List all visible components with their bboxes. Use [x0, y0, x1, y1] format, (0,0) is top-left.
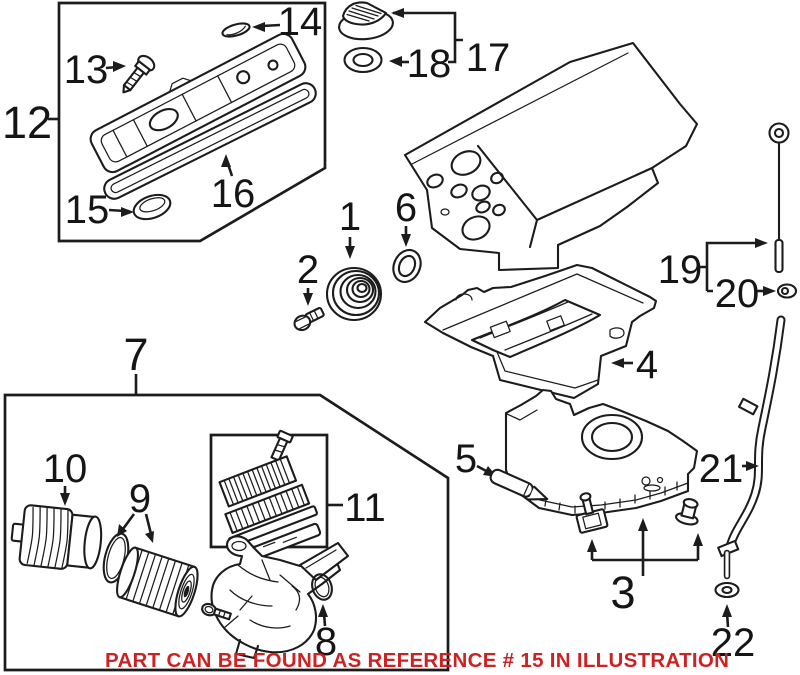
- callout-12: 12: [2, 97, 52, 148]
- callout-14: 14: [278, 0, 323, 44]
- callout-1: 1: [339, 195, 361, 239]
- callout-3-bracket: [587, 518, 703, 576]
- callout-18-arrowhead: [389, 56, 402, 67]
- callout-16-arrowhead: [221, 154, 231, 167]
- callout-22-arrowhead: [722, 604, 732, 617]
- callout-15: 15: [65, 188, 110, 232]
- callout-22: 22: [711, 621, 756, 665]
- callout-6-arrowhead: [401, 234, 411, 247]
- housing-oring-drawing: [311, 573, 333, 601]
- oil-filter-cap-drawing: [10, 504, 103, 570]
- callout-11: 11: [344, 486, 386, 530]
- callout-14-arrowhead: [252, 22, 265, 32]
- oil-cooler-callout-box: 11: [209, 433, 386, 549]
- callout-6: 6: [395, 186, 417, 230]
- callout-4-arrowhead: [611, 358, 624, 368]
- callout-13: 13: [64, 48, 109, 92]
- cover-bolt-drawing: [122, 54, 156, 94]
- dipstick-drawing: [768, 122, 790, 274]
- pan-bolt-drawing: [674, 498, 699, 526]
- callout-10: 10: [43, 447, 88, 491]
- callout-10-arrowhead: [60, 493, 70, 506]
- callout-1-arrowhead: [345, 246, 355, 259]
- callout-8-arrowhead: [318, 604, 328, 617]
- callout-20: 20: [715, 272, 760, 316]
- callout-2: 2: [297, 248, 319, 292]
- valve-cover-drawing: [89, 32, 307, 174]
- valve-cover-gasket-drawing: [103, 82, 317, 200]
- callout-9: 9: [129, 477, 151, 521]
- callout-21: 21: [699, 447, 744, 491]
- engine-block-drawing: [403, 41, 699, 272]
- callout-2-arrowhead: [303, 293, 313, 306]
- callout-9-arrow-left: [121, 513, 136, 530]
- callout-3: 3: [610, 567, 635, 618]
- oil-cooler-drawing: [218, 455, 322, 559]
- callout-17-bracket: [391, 8, 463, 64]
- housing-bolt-drawing: [201, 602, 232, 621]
- callout-19: 19: [658, 248, 703, 292]
- callout-17: 17: [466, 36, 511, 80]
- callout-15-arrowhead: [121, 207, 134, 217]
- callout-9-arrow-right: [144, 513, 153, 535]
- filler-cap-seal-drawing: [343, 46, 383, 74]
- callout-5: 5: [455, 437, 477, 481]
- oil-drain-plug-drawing: [575, 492, 609, 534]
- small-seal-14-drawing: [221, 22, 251, 38]
- oil-filter-element-drawing: [116, 546, 199, 618]
- dipstick-eyelet-drawing: [776, 283, 798, 299]
- callout-21-arrowhead: [746, 461, 759, 471]
- callout-4: 4: [636, 343, 658, 387]
- valley-pan-drawing: [423, 263, 658, 400]
- callout-7: 7: [123, 329, 148, 380]
- callout-16: 16: [211, 172, 256, 216]
- oil-filler-cap-drawing: [338, 1, 394, 41]
- callout-13-arrowhead: [113, 61, 126, 72]
- callout-19-bracket: [700, 238, 768, 293]
- callout-18: 18: [407, 42, 452, 86]
- valve-cover-callout-box: 12: [2, 1, 327, 243]
- crankshaft-seal-drawing: [392, 248, 422, 284]
- sealant-tube-drawing: [489, 468, 549, 501]
- tube-washer-drawing: [714, 581, 740, 599]
- oil-filter-housing-drawing: [210, 535, 350, 660]
- dipstick-tube-drawing: [717, 315, 786, 580]
- crankshaft-pulley-drawing: [325, 266, 383, 322]
- callout-8: 8: [315, 620, 337, 664]
- half-moon-seal-15-drawing: [132, 193, 172, 221]
- callout-9-arrowhead-right: [145, 531, 154, 543]
- cooler-bolt-drawing: [270, 429, 294, 462]
- callout-20-arrowhead: [763, 286, 776, 296]
- oil-filter-callout-box: 7: [3, 329, 450, 672]
- reference-note: PART CAN BE FOUND AS REFERENCE # 15 IN I…: [105, 649, 729, 672]
- pulley-bolt-drawing: [293, 306, 325, 332]
